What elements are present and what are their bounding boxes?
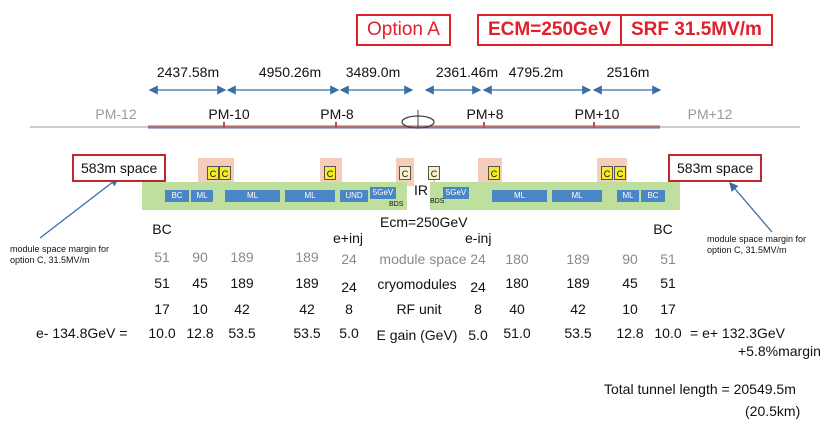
distance-label-1: 2437.58m (156, 64, 220, 80)
option-label: Option A (356, 14, 451, 46)
margin-total: +5.8%margin (738, 343, 821, 359)
pm-label-minus8: PM-8 (320, 106, 354, 122)
section-block-ml: ML (285, 190, 335, 202)
cryo-box: C (324, 166, 336, 180)
e-gain-value: 53.5 (293, 325, 321, 341)
e-gain-value: 53.5 (228, 325, 256, 341)
module-space-value: 24 (470, 251, 486, 267)
cryomodules-value: 51 (660, 275, 676, 291)
module-space-value: 51 (154, 249, 170, 265)
e-plus-total: = e+ 132.3GeV (690, 325, 785, 341)
bds-label-left: BDS (389, 201, 404, 208)
module-space-value: 90 (622, 251, 638, 267)
rf-unit-value: 8 (474, 301, 482, 317)
pm-label-minus10: PM-10 (208, 106, 250, 122)
ecm-center-label: Ecm=250GeV (380, 214, 468, 230)
section-block-ml: ML (552, 190, 602, 202)
e-gain-value: 12.8 (616, 325, 644, 341)
section-block-5gev: 5GeV (443, 187, 469, 199)
section-block-ml: ML (225, 190, 280, 202)
pm-label-minus12: PM-12 (95, 106, 137, 122)
rf-unit-value: 10 (622, 301, 638, 317)
rf-unit-value: 17 (154, 301, 170, 317)
rf-unit-value: 17 (660, 301, 676, 317)
distance-label-4: 2361.46m (435, 64, 499, 80)
module-space-label: module space (379, 251, 467, 267)
cryomodules-value: 45 (192, 275, 208, 291)
pointer-arrow-left (39, 177, 120, 239)
module-space-value: 90 (192, 249, 208, 265)
section-block-und: UND (340, 190, 368, 202)
pm-label-plus8: PM+8 (466, 106, 504, 122)
section-block-ml: ML (492, 190, 547, 202)
space-box-left: 583m space (72, 154, 167, 182)
column-header-bc-right: BC (653, 221, 673, 237)
cryo-box: C (428, 166, 440, 180)
cryomodules-value: 45 (622, 275, 638, 291)
e-gain-label: E gain (GeV) (376, 327, 458, 343)
margin-note-left: module space margin for option C, 31.5MV… (10, 244, 110, 265)
cryo-box: C (488, 166, 500, 180)
module-space-value: 189 (230, 249, 254, 265)
rf-unit-label: RF unit (396, 301, 442, 317)
module-space-value: 189 (566, 251, 590, 267)
distance-label-5: 4795.2m (508, 64, 564, 80)
pointer-arrow-right (729, 182, 773, 233)
rf-unit-value: 8 (345, 301, 353, 317)
cryo-box: C (614, 166, 626, 180)
distance-label-2: 4950.26m (258, 64, 322, 80)
module-space-value: 51 (660, 251, 676, 267)
cryo-box: C (219, 166, 231, 180)
section-block-5gev: 5GeV (370, 187, 396, 199)
srf-label: SRF 31.5MV/m (620, 14, 773, 46)
section-block-ml: ML (191, 190, 213, 202)
cryomodules-value: 189 (566, 275, 590, 291)
cryomodules-value: 24 (341, 279, 357, 295)
cryo-box: C (601, 166, 613, 180)
e-gain-value: 10.0 (148, 325, 176, 341)
distance-label-3: 3489.0m (345, 64, 401, 80)
pm-label-plus12: PM+12 (687, 106, 733, 122)
rf-unit-value: 42 (299, 301, 315, 317)
space-box-right: 583m space (668, 154, 763, 182)
rf-unit-value: 42 (234, 301, 250, 317)
cryomodules-value: 180 (505, 275, 529, 291)
e-gain-value: 5.0 (339, 325, 359, 341)
margin-note-right: module space margin for option C, 31.5MV… (707, 234, 807, 255)
rf-unit-value: 40 (509, 301, 525, 317)
total-tunnel-km: (20.5km) (745, 403, 801, 419)
total-tunnel-length: Total tunnel length = 20549.5m (604, 381, 796, 397)
e-gain-value: 51.0 (503, 325, 531, 341)
cryomodules-value: 189 (295, 275, 319, 291)
ecm-label: ECM=250GeV (477, 14, 623, 46)
section-block-bc: BC (165, 190, 189, 202)
bds-label-right: BDS (430, 198, 445, 205)
column-header-bc-left: BC (152, 221, 172, 237)
e-gain-value: 53.5 (564, 325, 592, 341)
e-gain-value: 12.8 (186, 325, 214, 341)
cryo-box: C (399, 166, 411, 180)
pm-label-plus10: PM+10 (574, 106, 620, 122)
section-block-bc: BC (641, 190, 665, 202)
rf-unit-value: 42 (570, 301, 586, 317)
cryomodules-value: 189 (230, 275, 254, 291)
e-gain-value: 5.0 (468, 327, 488, 343)
section-block-ml: ML (617, 190, 639, 202)
cryomodules-label: cryomodules (377, 276, 457, 292)
module-space-value: 24 (341, 251, 357, 267)
column-header-e-plus-inj: e+inj (333, 230, 363, 246)
module-space-value: 189 (295, 249, 319, 265)
e-gain-value: 10.0 (654, 325, 682, 341)
module-space-value: 180 (505, 251, 529, 267)
rf-unit-value: 10 (192, 301, 208, 317)
e-minus-total: e- 134.8GeV = (36, 325, 128, 341)
cryomodules-value: 24 (470, 279, 486, 295)
cryomodules-value: 51 (154, 275, 170, 291)
column-header-e-minus-inj: e-inj (465, 230, 492, 246)
cryo-box: C (207, 166, 219, 180)
ir-label: IR (414, 182, 428, 198)
distance-label-6: 2516m (606, 64, 650, 80)
